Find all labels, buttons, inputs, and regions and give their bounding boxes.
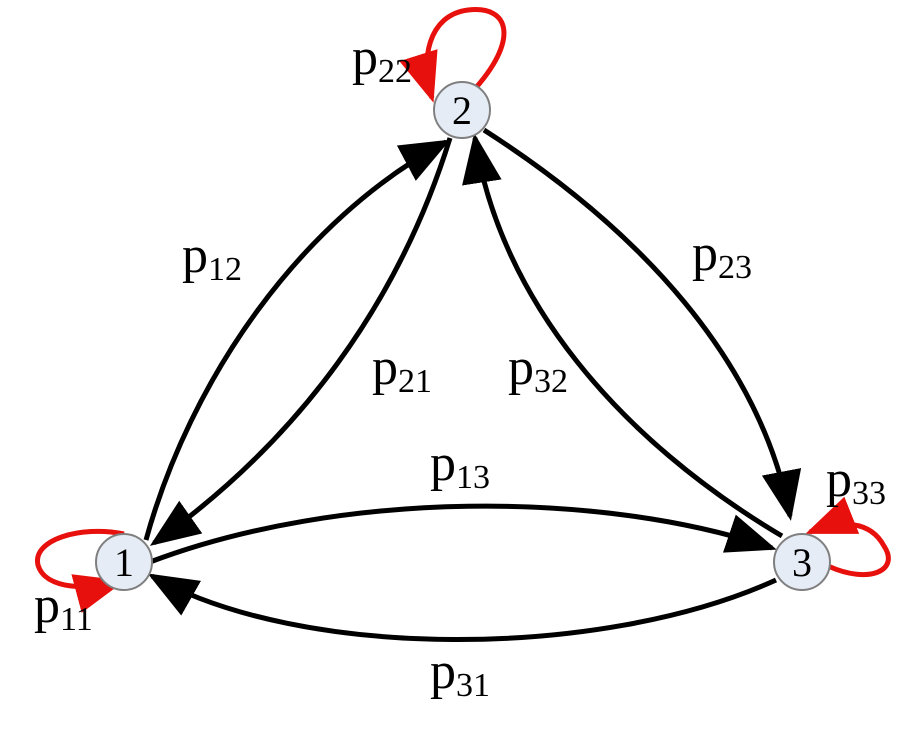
node-3-label: 3	[792, 540, 812, 585]
edge-p32	[462, 133, 784, 539]
node-3: 3	[773, 533, 831, 591]
node-2: 2	[433, 81, 491, 139]
edge-p21	[149, 137, 453, 546]
node-2-label: 2	[452, 88, 472, 133]
loop-p33	[805, 496, 891, 577]
node-1-label: 1	[114, 540, 134, 585]
loop-p22	[399, 7, 507, 103]
label-p13: p13	[430, 435, 490, 496]
label-p11: p11	[34, 577, 93, 638]
label-p33: p33	[826, 451, 886, 512]
edge-p23	[482, 127, 802, 521]
node-1: 1	[95, 533, 153, 591]
label-p12: p12	[182, 227, 242, 288]
label-p22: p22	[352, 29, 412, 90]
edge-p31	[147, 573, 778, 642]
label-p23: p23	[692, 225, 752, 286]
edge-p12	[143, 139, 451, 541]
label-p32: p32	[508, 339, 568, 400]
edge-p13	[149, 503, 777, 565]
label-p21: p21	[372, 339, 432, 400]
loop-p11	[35, 528, 125, 613]
label-p31: p31	[430, 643, 490, 704]
